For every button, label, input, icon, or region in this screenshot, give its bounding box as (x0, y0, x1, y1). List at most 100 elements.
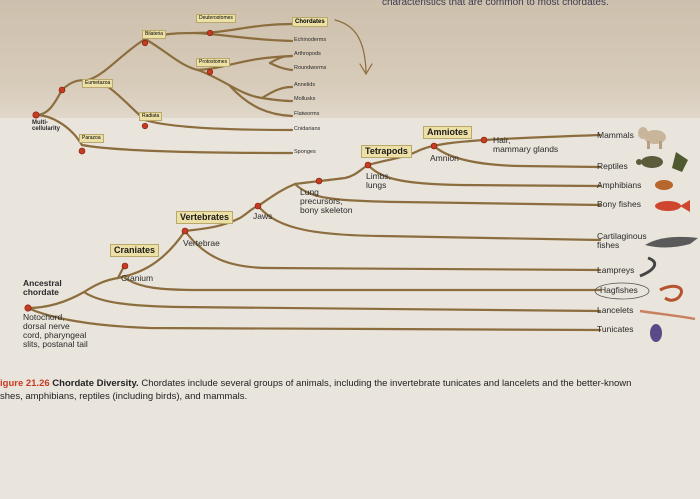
branch-deutero-echinoderms (194, 31, 294, 43)
label-ancestral-chordate: Ancestral chordate (23, 278, 62, 297)
label-lung-precursors: Lung precursors, bony skeleton (300, 187, 353, 215)
label-amphibians: Amphibians (597, 180, 642, 190)
label-eumetazoa: Eumetazoa (82, 79, 114, 89)
node-protostomes (206, 68, 214, 76)
label-lampreys: Lampreys (597, 265, 635, 275)
label-tetrapods: Tetrapods (361, 145, 412, 159)
node-limbs (364, 161, 372, 169)
node-deuterostomes (206, 29, 214, 37)
branch-proto-roundworms (268, 61, 294, 72)
label-hagfishes: Hagfishes (600, 285, 638, 295)
label-bilateria: Bilateria (142, 30, 167, 40)
label-lancelets: Lancelets (597, 305, 634, 315)
node-ancestral (24, 304, 32, 312)
caption-figure-number: igure 21.26 (0, 378, 50, 389)
branch-vertebrae-lampreys (183, 229, 602, 272)
label-notochord: Notochord, dorsal nerve cord, pharyngeal… (23, 312, 88, 349)
caption-line-2: shes, amphibians, reptiles (including bi… (0, 390, 248, 402)
label-parazoa: Parazoa (79, 134, 104, 144)
branch-proto-arthropods (268, 54, 294, 65)
branch-to-tunicates (26, 306, 602, 332)
label-protostomes: Protostomes (196, 58, 231, 68)
label-bony-fishes: Bony fishes (597, 199, 641, 209)
node-parazoa (78, 147, 86, 155)
branch-jaws-lungprec (256, 182, 297, 208)
label-cnidarians: Cnidarians (294, 126, 321, 132)
tunicate-icon (650, 324, 662, 342)
branch-proto-flatworms (228, 84, 294, 118)
node-radiata (141, 122, 149, 130)
amphibian-icon (655, 180, 673, 190)
label-annelids: Annelids (294, 82, 316, 88)
branch-lungprec-bony (293, 182, 602, 207)
label-cartilaginous-fishes: Cartilaginous fishes (597, 231, 647, 250)
branch-cranium-to-hagfishes (123, 276, 602, 292)
branch-eumetazoa-to-bilateria (86, 37, 147, 82)
reptile-icon (636, 156, 663, 168)
branch-jaws-cartilaginous (256, 204, 602, 242)
label-amnion: Amnion (430, 153, 459, 163)
node-jaws (254, 202, 262, 210)
node-vertebrae (181, 227, 189, 235)
node-eumetazoa (58, 86, 66, 94)
label-flatworms: Flatworms (294, 111, 320, 117)
label-sponges: Sponges (294, 149, 316, 155)
branch-to-lancelets (82, 290, 602, 313)
label-vertebrae: Vertebrae (183, 238, 220, 248)
arrow-head (359, 63, 373, 76)
label-craniates: Craniates (110, 244, 160, 258)
branch-amniotes-mammals (432, 133, 602, 148)
branch-ancestral-root (26, 290, 86, 310)
label-amniotes: Amniotes (423, 126, 473, 140)
branch-parazoa-sponges (80, 143, 294, 155)
branch-bilateria-to-proto (143, 37, 200, 72)
branch-proto-up (196, 54, 294, 72)
node-hair (480, 136, 488, 144)
lancelet-icon (639, 309, 696, 321)
label-tunicates: Tunicates (597, 324, 634, 334)
branch-root (34, 88, 64, 117)
arrow-to-chordates (334, 19, 367, 73)
label-vertebrates: Vertebrates (176, 211, 234, 225)
label-roundworms: Roundworms (294, 65, 327, 71)
label-chordates: Chordates (292, 17, 328, 28)
label-arthropods: Arthropods (294, 51, 321, 57)
label-reptiles: Reptiles (597, 161, 628, 171)
label-limbs: Limbs, lungs (366, 171, 392, 190)
label-radiata: Radiata (139, 112, 163, 122)
label-mollusks: Mollusks (294, 96, 316, 102)
bird-icon (672, 152, 688, 172)
node-bilateria (141, 39, 149, 47)
label-echinoderms: Echinoderms (294, 37, 327, 43)
label-multicellularity: Multi- cellularity (32, 120, 61, 133)
branch-amniotes-reptiles (432, 144, 602, 169)
shark-icon (645, 236, 698, 248)
bony-fish-icon (655, 200, 690, 212)
header-text: characteristics that are common to most … (382, 0, 609, 8)
branch-radiata-cnidarians (143, 118, 294, 132)
hagfish-icon (659, 284, 683, 302)
branch-to-parazoa (34, 113, 84, 147)
node-amnion (430, 142, 438, 150)
branch-proto-mollusks (260, 96, 294, 103)
lamprey-icon (639, 256, 657, 278)
node-lungprec (315, 177, 323, 185)
caption-body: Chordates include several groups of anim… (141, 378, 632, 389)
branch-proto-annelids (260, 85, 294, 100)
label-deuterostomes: Deuterostomes (196, 14, 236, 24)
branch-vertebrae-jaws (183, 204, 260, 233)
branch-cranium-up (116, 229, 187, 280)
label-hair: Hair, mammary glands (493, 135, 559, 154)
branch-lungprec-tetrapods (293, 163, 370, 186)
label-cranium: Cranium (121, 273, 154, 283)
label-mammals: Mammals (597, 130, 634, 140)
upper-tree-band (0, 0, 700, 118)
figure-caption: igure 21.26 Chordate Diversity. Chordate… (0, 378, 700, 404)
mammal-icon (638, 127, 666, 149)
label-jaws: Jaws (253, 211, 273, 221)
node-multicellularity (32, 111, 40, 119)
hagfishes-highlight (594, 282, 650, 300)
caption-title: Chordate Diversity. (52, 378, 139, 389)
